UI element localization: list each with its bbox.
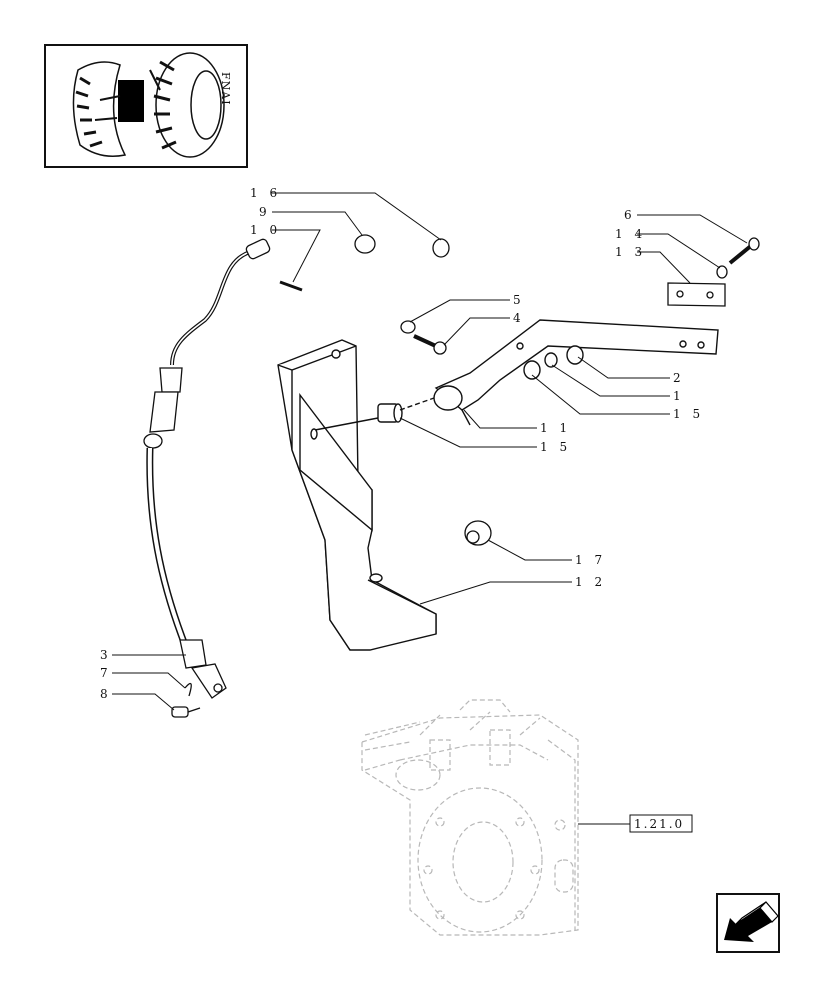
callout-13[interactable]: 1 3 — [615, 245, 646, 259]
callout-labels: 1 6 9 1 0 6 1 4 1 3 5 4 2 1 1 5 1 1 1 5 … — [100, 186, 704, 701]
mounting-bracket — [277, 339, 437, 651]
callout-14[interactable]: 1 4 — [615, 227, 646, 241]
tractor-rear-thumbnail-icon: FNAI — [44, 44, 248, 168]
callout-5[interactable]: 5 — [513, 293, 525, 307]
callout-15-upper[interactable]: 1 5 — [673, 407, 704, 421]
svg-text:FNAI: FNAI — [219, 72, 232, 106]
callout-6[interactable]: 6 — [624, 208, 636, 222]
callout-9[interactable]: 9 — [259, 205, 271, 219]
callout-4[interactable]: 4 — [513, 311, 525, 325]
gearbox-housing-ghost — [361, 699, 579, 936]
previous-page-button[interactable] — [716, 893, 780, 953]
control-cable — [143, 238, 271, 718]
small-parts — [279, 234, 760, 546]
callout-8[interactable]: 8 — [100, 687, 112, 701]
callout-10[interactable]: 1 0 — [250, 223, 281, 237]
callout-16[interactable]: 1 6 — [250, 186, 281, 200]
callout-12[interactable]: 1 2 — [575, 575, 606, 589]
callout-2[interactable]: 2 — [673, 371, 685, 385]
reference-link-box[interactable]: 1.21.0 — [629, 814, 693, 833]
callout-1[interactable]: 1 — [673, 389, 685, 403]
callout-17[interactable]: 1 7 — [575, 553, 606, 567]
callout-7[interactable]: 7 — [100, 666, 112, 680]
lever-assembly — [310, 319, 719, 440]
previous-page-arrow-icon — [724, 901, 779, 942]
callout-15-lower[interactable]: 1 5 — [540, 440, 571, 454]
callout-3[interactable]: 3 — [100, 648, 112, 662]
callout-11[interactable]: 1 1 — [540, 421, 571, 435]
reference-label: 1.21.0 — [634, 817, 684, 831]
leader-lines — [112, 192, 748, 711]
